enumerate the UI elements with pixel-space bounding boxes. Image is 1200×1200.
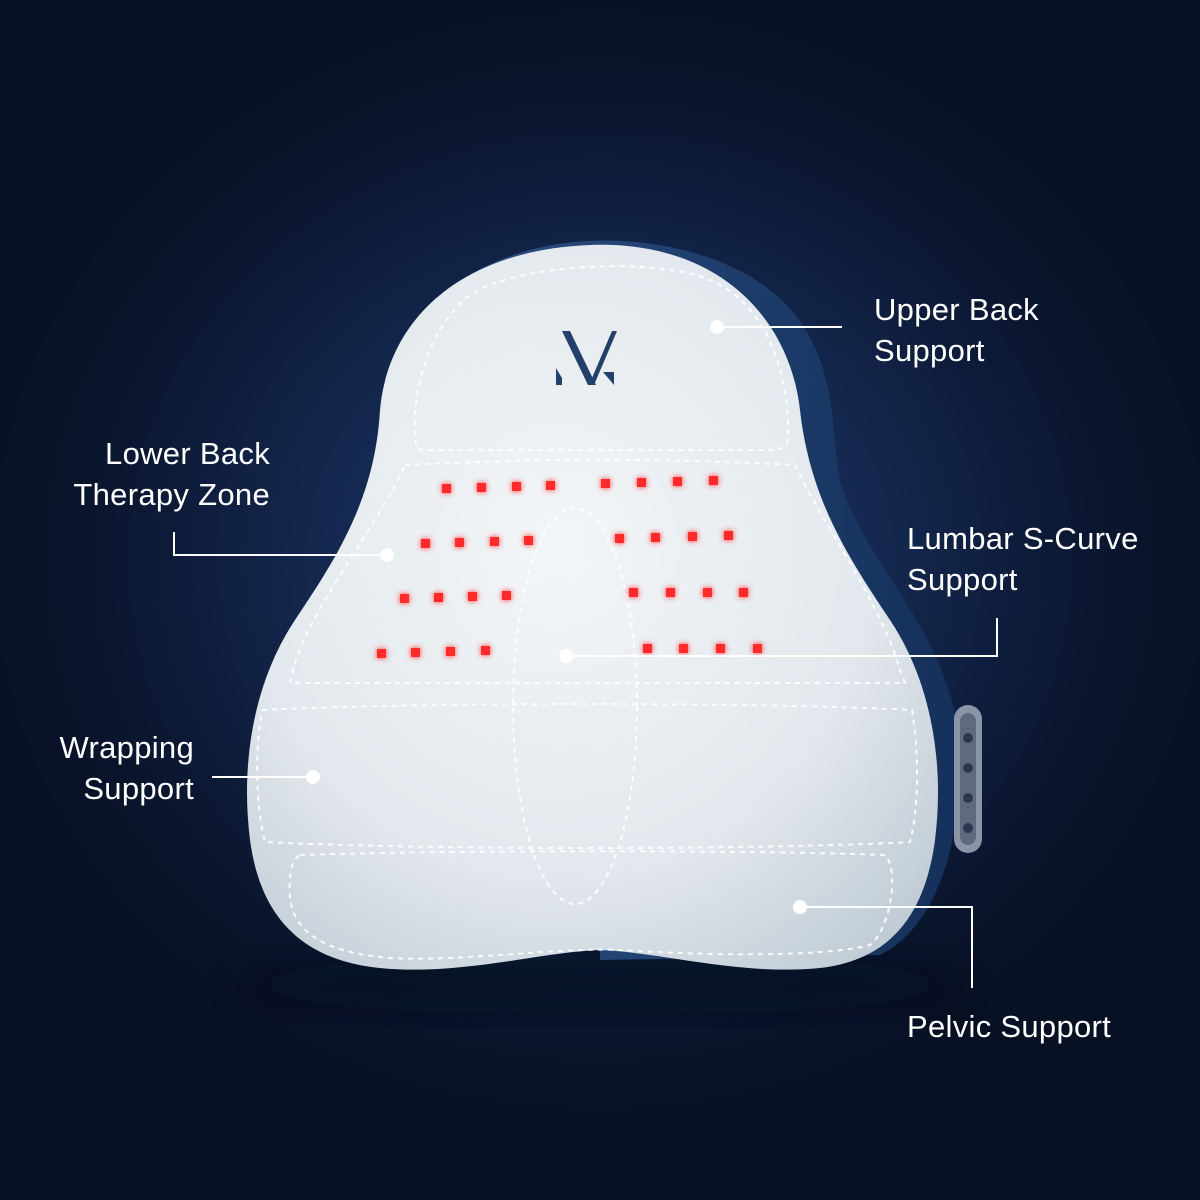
red-light-led	[739, 588, 748, 597]
red-light-led	[546, 481, 555, 490]
red-light-led	[716, 644, 725, 653]
control-panel-button	[963, 763, 973, 773]
red-light-led	[615, 534, 624, 543]
red-light-led	[446, 647, 455, 656]
control-panel-button	[963, 793, 973, 803]
red-light-array	[377, 476, 762, 658]
red-light-led	[442, 484, 451, 493]
wrapping-label-line1: Wrapping	[59, 730, 194, 765]
upper-back-label-line1: Upper Back	[874, 292, 1039, 327]
red-light-led	[455, 538, 464, 547]
red-light-led	[502, 591, 511, 600]
red-light-led	[421, 539, 430, 548]
red-light-led	[377, 649, 386, 658]
red-light-led	[434, 593, 443, 602]
lower-back-label-line1: Lower Back	[105, 436, 270, 471]
lumbar-label-line2: Support	[907, 562, 1018, 597]
callout-dot	[380, 548, 394, 562]
red-light-led	[724, 531, 733, 540]
pelvic-zone-outline	[288, 850, 894, 960]
red-light-led	[679, 644, 688, 653]
lumbar-label-line1: Lumbar S-Curve	[907, 521, 1139, 556]
wrapping-zone-outline	[256, 703, 919, 849]
lower-back-callout-line	[173, 532, 387, 556]
red-light-led	[703, 588, 712, 597]
callout-dot	[306, 770, 320, 784]
lumbar-curve-outline	[512, 507, 638, 905]
control-panel-button	[963, 733, 973, 743]
red-light-led	[637, 478, 646, 487]
pelvic-callout-line	[800, 906, 973, 988]
red-light-led	[512, 482, 521, 491]
red-light-led	[601, 479, 610, 488]
red-light-led	[666, 588, 675, 597]
wrapping-support-label: Wrapping Support	[59, 727, 194, 809]
lower-back-label-line2: Therapy Zone	[73, 477, 270, 512]
callout-dot	[710, 320, 724, 334]
upper-back-zone-outline	[413, 265, 790, 451]
red-light-led	[468, 592, 477, 601]
red-light-led	[651, 533, 660, 542]
control-panel	[954, 705, 982, 853]
red-light-led	[629, 588, 638, 597]
red-light-led	[524, 536, 533, 545]
lumbar-s-curve-support-label: Lumbar S-Curve Support	[907, 518, 1139, 600]
floor-shadow	[240, 955, 960, 1015]
pelvic-label-line1: Pelvic Support	[907, 1009, 1112, 1044]
wrapping-label-line2: Support	[83, 771, 194, 806]
upper-back-label-line2: Support	[874, 333, 985, 368]
red-light-led	[688, 532, 697, 541]
red-light-led	[477, 483, 486, 492]
red-light-led	[709, 476, 718, 485]
red-light-led	[400, 594, 409, 603]
red-light-led	[481, 646, 490, 655]
red-light-led	[753, 644, 762, 653]
pelvic-support-label: Pelvic Support	[907, 1006, 1111, 1047]
callout-dot	[793, 900, 807, 914]
upper-back-support-label: Upper Back Support	[874, 289, 1039, 371]
red-light-led	[490, 537, 499, 546]
red-light-led	[643, 644, 652, 653]
lumbar-callout-line	[566, 618, 998, 657]
brand-logo	[556, 331, 617, 385]
callout-dot	[559, 649, 573, 663]
control-panel-button	[963, 823, 973, 833]
red-light-led	[673, 477, 682, 486]
red-light-led	[411, 648, 420, 657]
lower-back-therapy-zone-label: Lower Back Therapy Zone	[73, 433, 270, 515]
pillow-body	[247, 244, 938, 970]
